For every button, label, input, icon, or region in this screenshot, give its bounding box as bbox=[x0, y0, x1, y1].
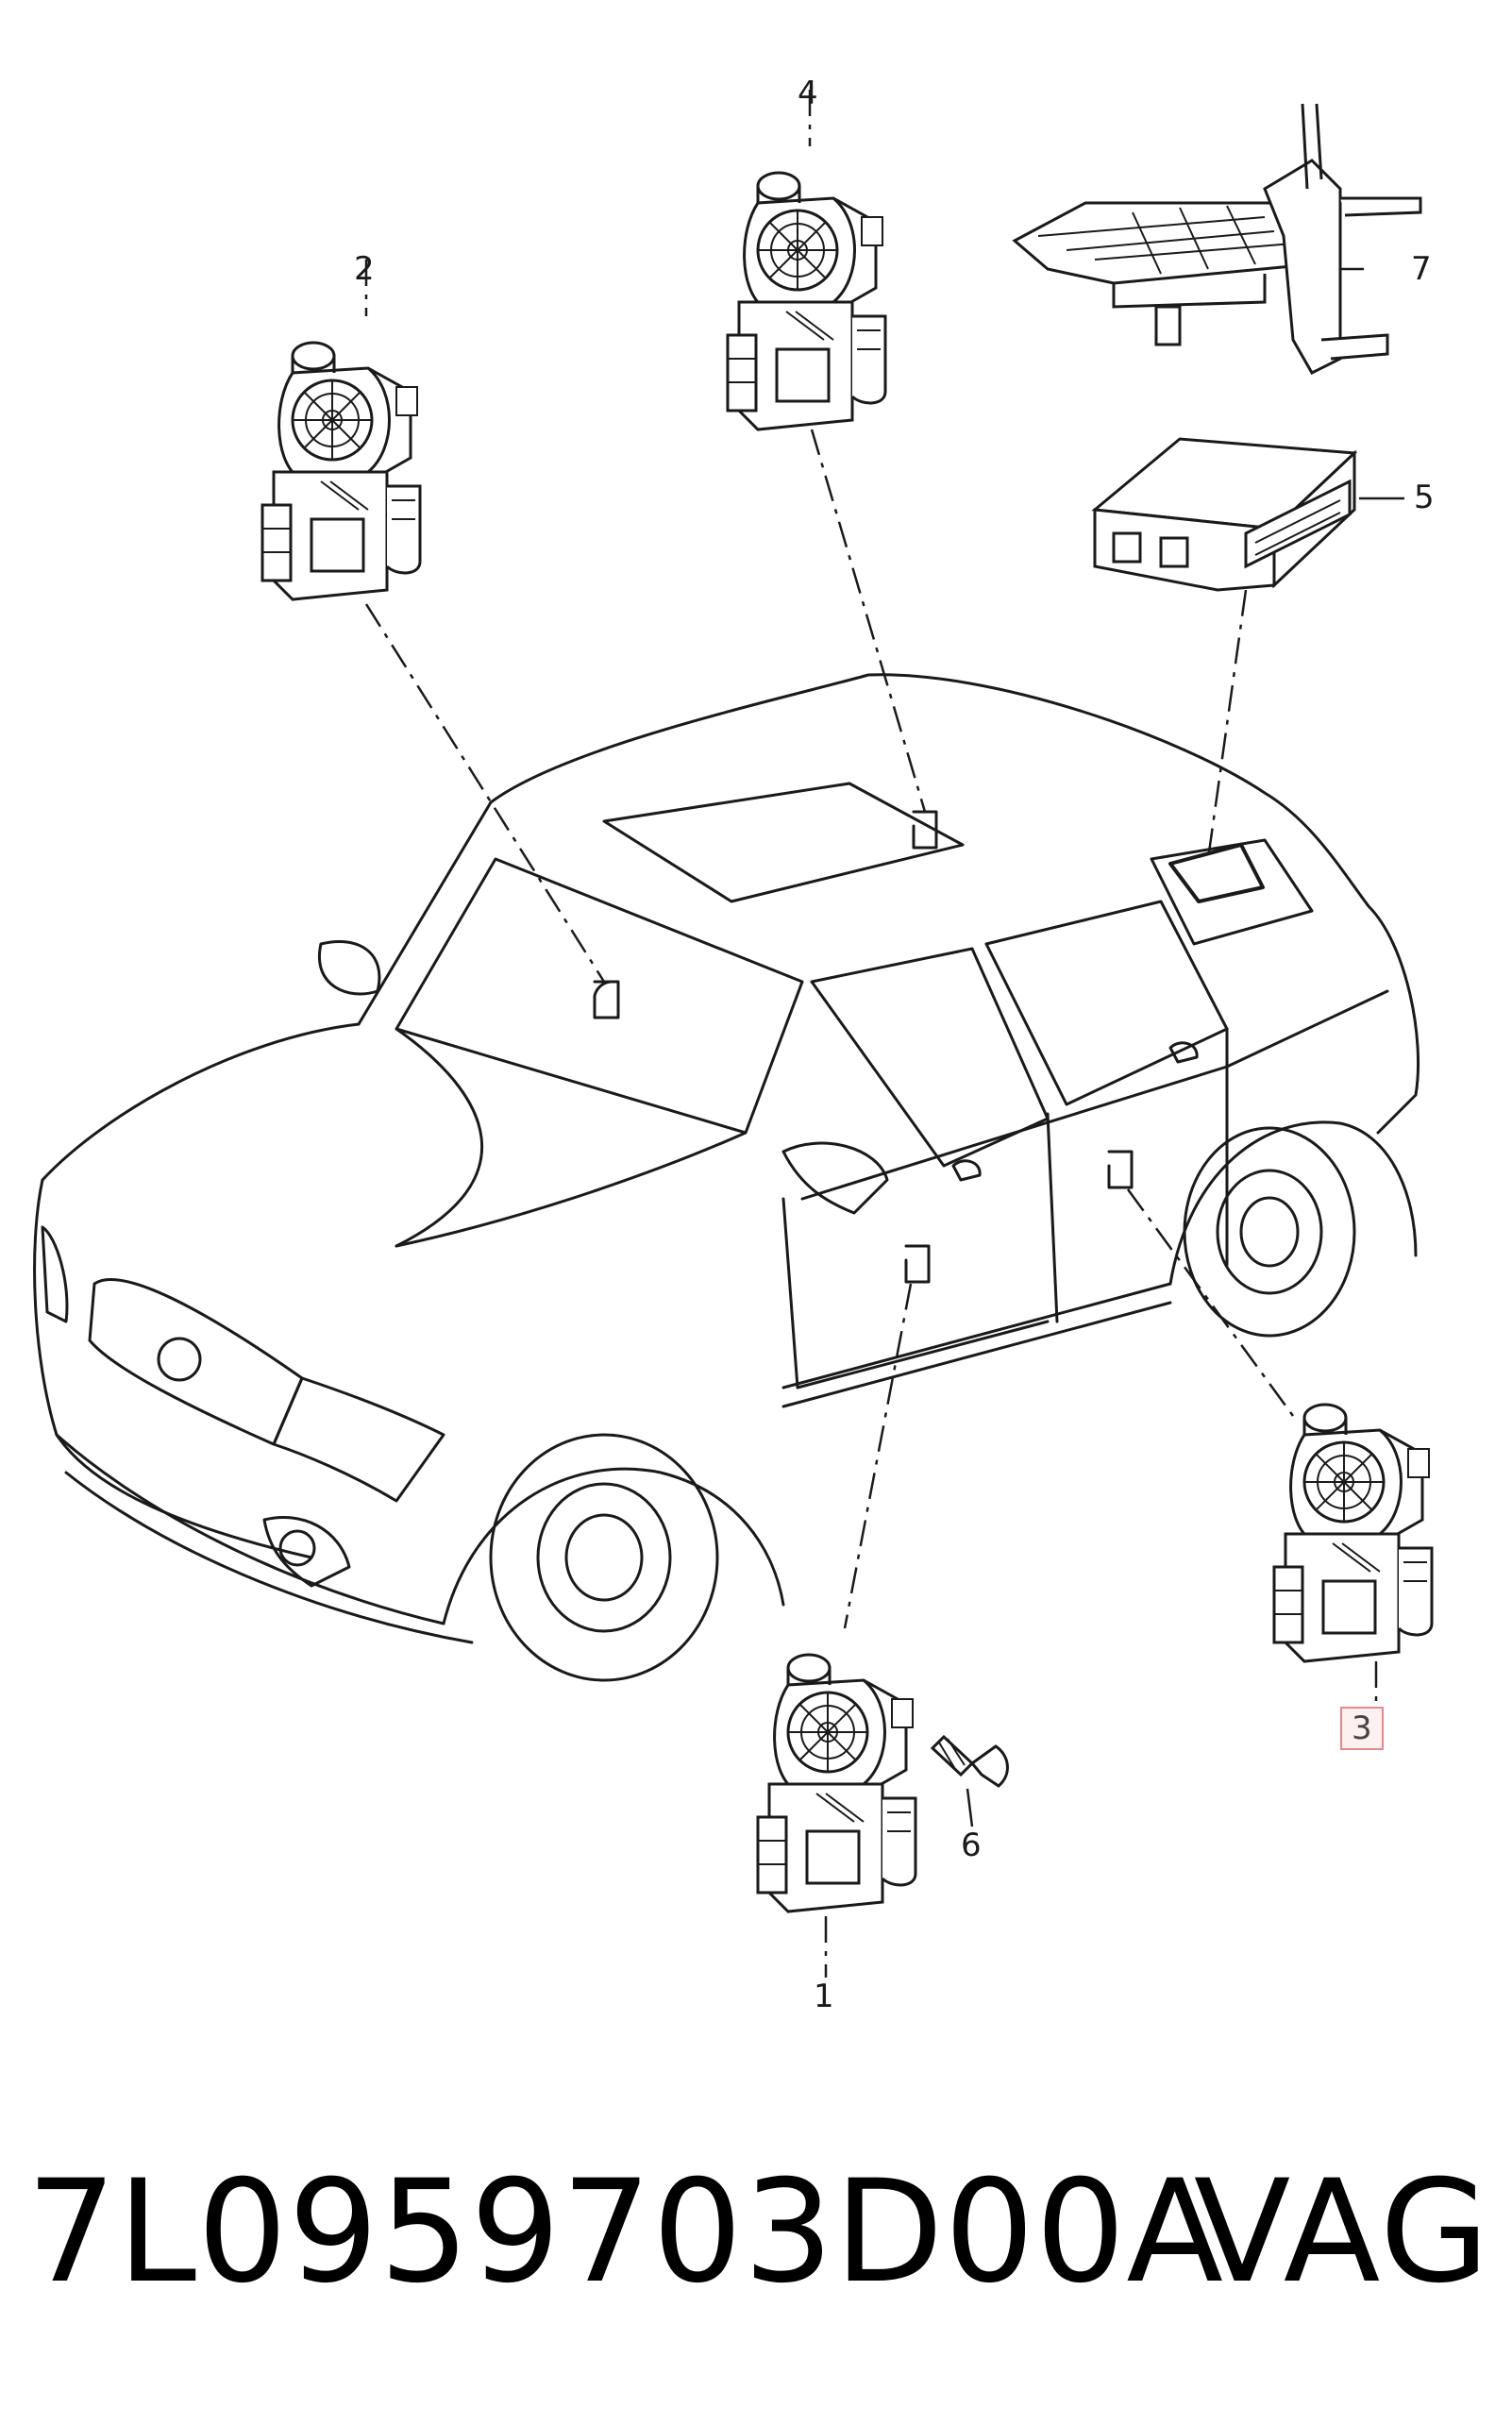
motor-1-drawing bbox=[756, 1653, 917, 1913]
motor-4-drawing bbox=[726, 171, 887, 431]
callout-3[interactable]: 3 bbox=[1340, 1707, 1384, 1750]
motor-2-drawing bbox=[260, 341, 422, 601]
callout-6[interactable]: 6 bbox=[961, 1827, 982, 1864]
brand-label: VAG bbox=[1193, 2150, 1491, 2315]
vehicle-outline-drawing bbox=[33, 673, 1420, 1682]
control-unit-5-drawing bbox=[1091, 437, 1358, 592]
callout-4[interactable]: 4 bbox=[798, 75, 818, 112]
callout-7[interactable]: 7 bbox=[1411, 250, 1432, 288]
callout-2[interactable]: 2 bbox=[354, 250, 375, 288]
screw-6-drawing bbox=[930, 1734, 1009, 1788]
callout-1[interactable]: 1 bbox=[814, 1978, 834, 2015]
bracket-7-drawing bbox=[1012, 103, 1422, 375]
callout-5[interactable]: 5 bbox=[1414, 479, 1435, 516]
motor-3-drawing bbox=[1272, 1403, 1434, 1663]
leader-lines bbox=[364, 90, 1404, 1978]
part-number-label: 7L0959703D00A bbox=[26, 2150, 1225, 2315]
